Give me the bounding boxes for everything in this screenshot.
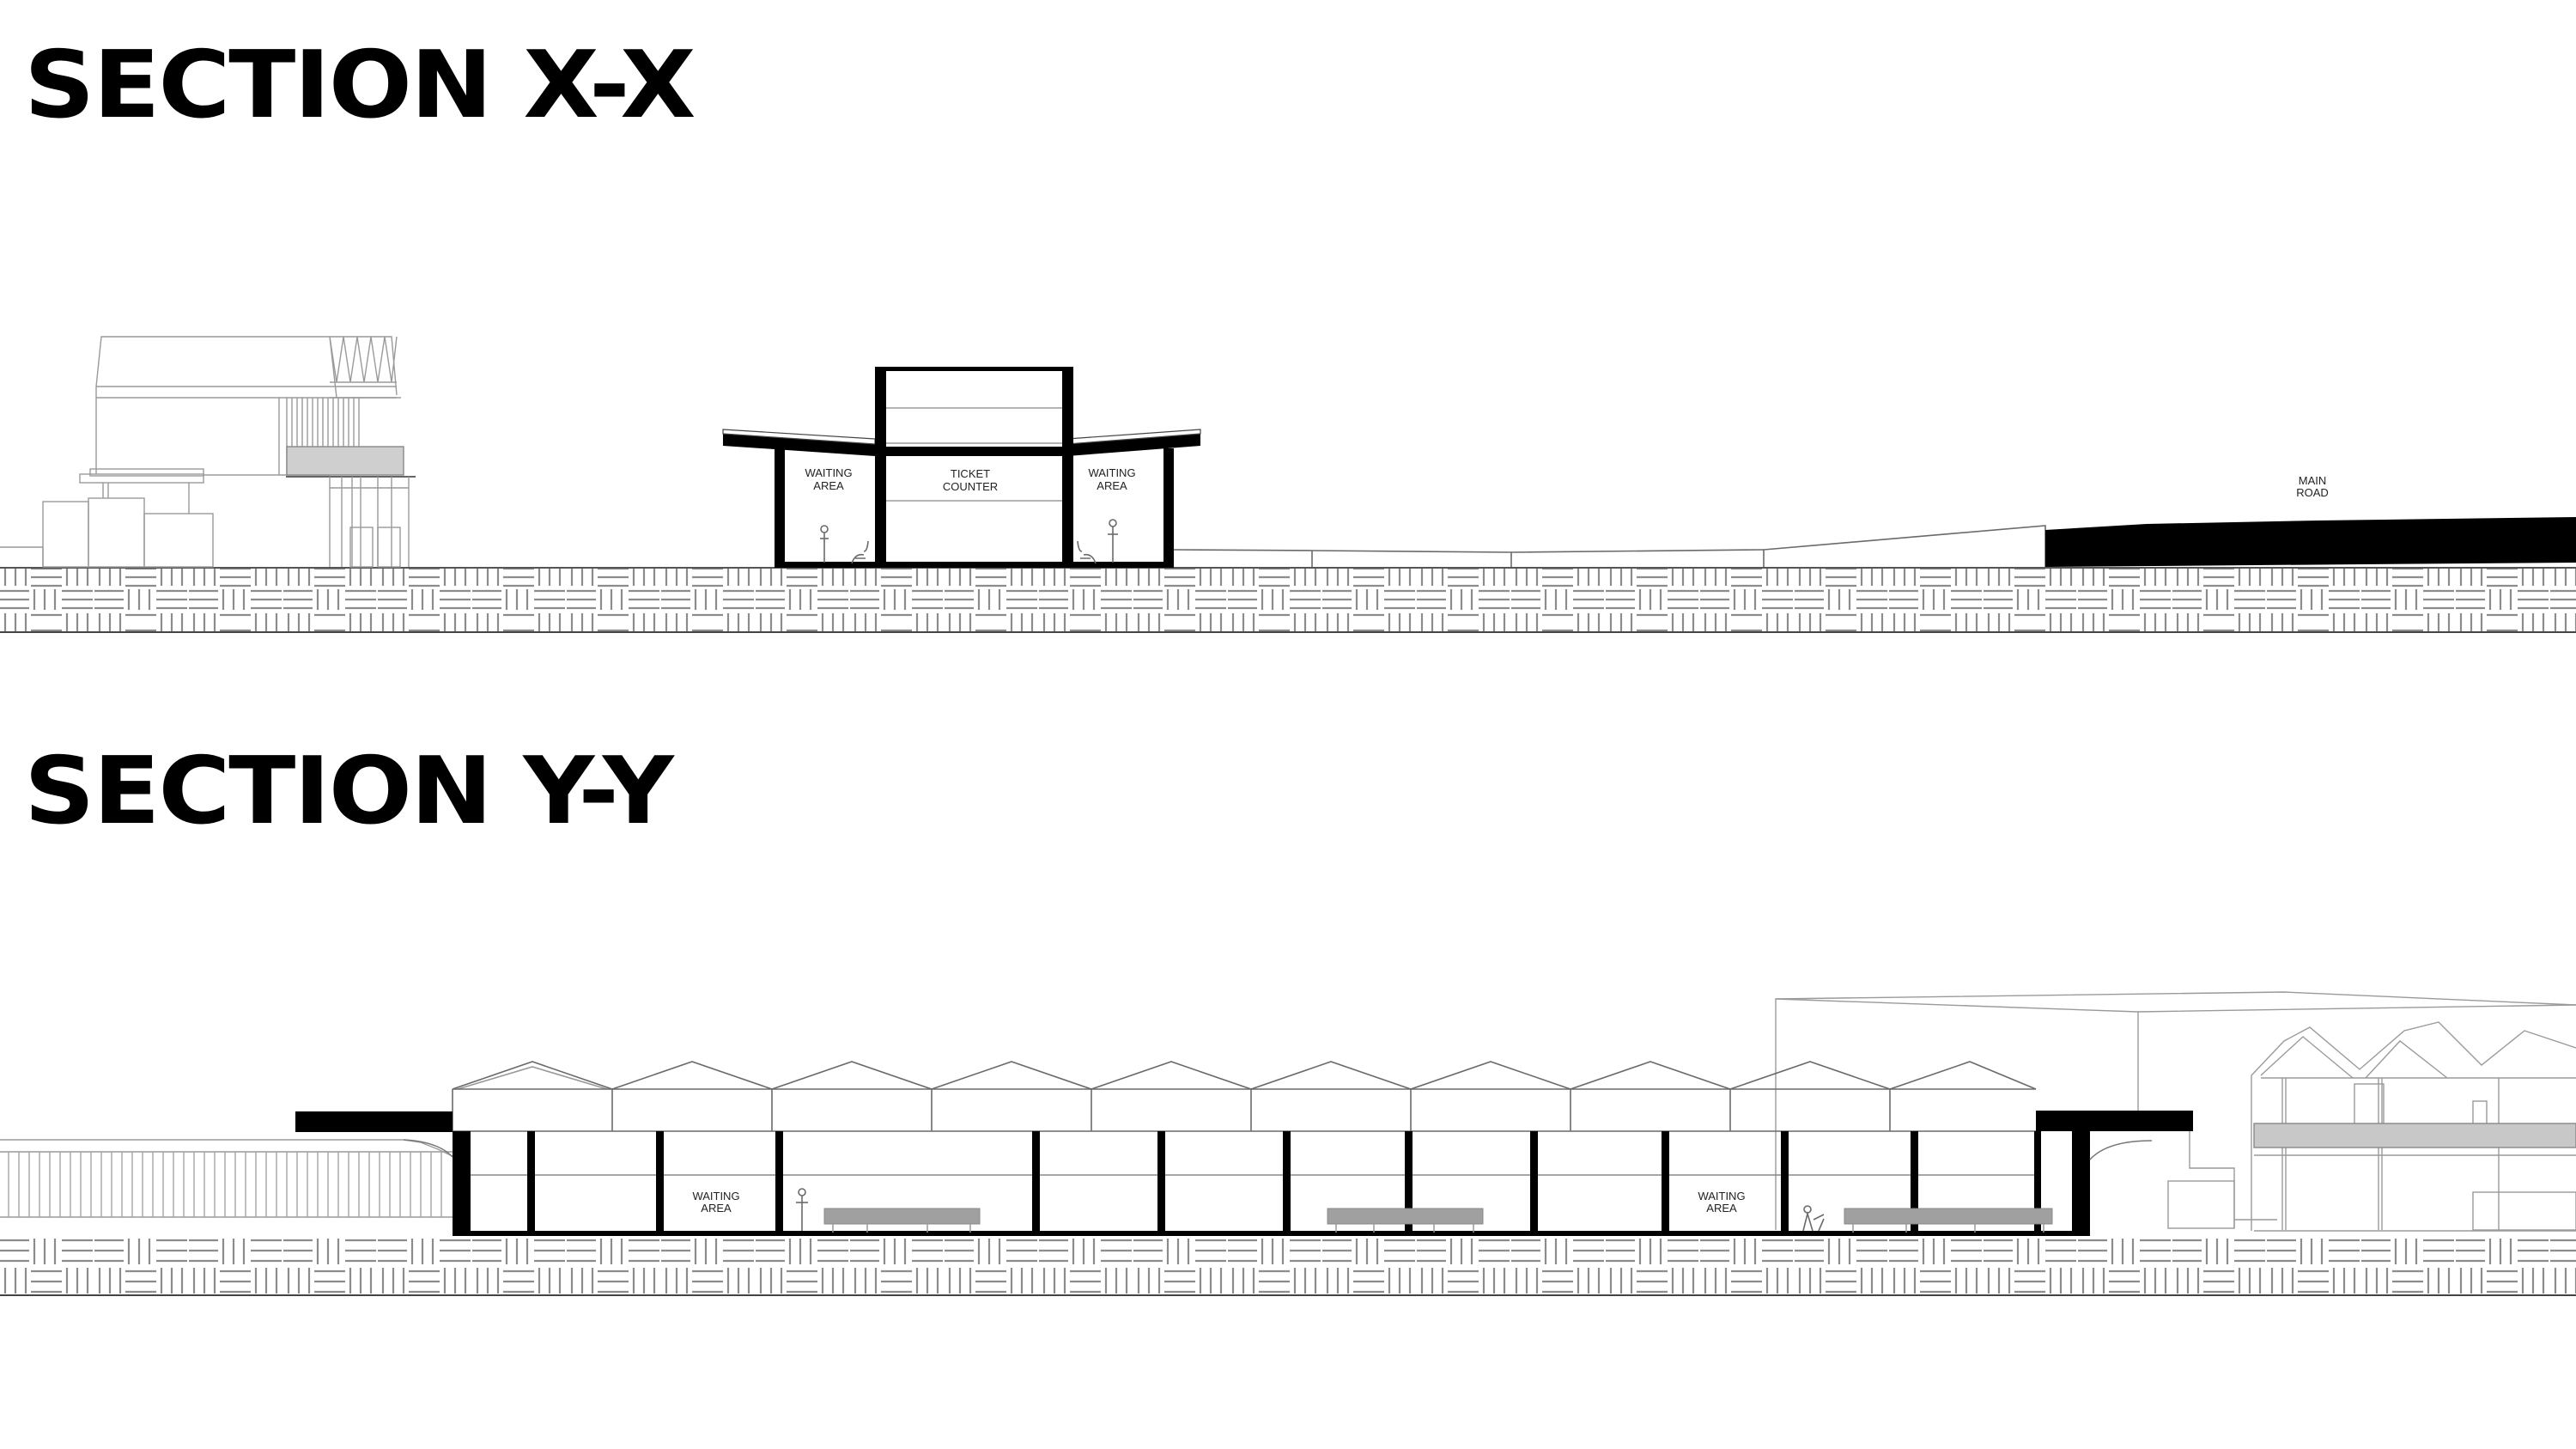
svg-text:AREA: AREA [701,1202,732,1215]
section-y-drawing: WAITING AREA WAITING AREA [0,991,2576,1296]
label-waiting-area-left: WAITING [805,466,852,479]
section-y-title: SECTION Y-Y [24,738,674,845]
svg-text:AREA: AREA [1706,1202,1737,1215]
main-road-slab [2045,517,2576,567]
bench-icon [851,540,869,564]
roof-gables [452,1061,2037,1176]
ground-hatch [0,1237,2576,1296]
svg-text:AREA: AREA [813,479,844,492]
svg-text:AREA: AREA [1097,479,1127,492]
label-waiting-area-right: WAITING [1698,1190,1745,1202]
bench-icon [1077,540,1097,564]
svg-text:ROAD: ROAD [2296,486,2329,499]
label-waiting-area-left: WAITING [692,1190,739,1202]
context-building-right [1775,991,2576,1232]
platform-and-ramp [1173,525,2046,567]
context-fence-left [0,1139,453,1218]
people-group-icon [1802,1205,1825,1232]
person-figure-icon [820,525,829,563]
station-structure-y [295,1111,2193,1236]
person-figure-icon [1108,519,1118,563]
label-main-road: MAIN [2299,474,2327,487]
ground-hatch [0,567,2576,633]
context-building-left [0,336,416,568]
label-waiting-area-right: WAITING [1088,466,1135,479]
svg-text:COUNTER: COUNTER [943,480,998,493]
label-ticket-counter: TICKET [951,467,990,480]
bench-icon [823,1208,2053,1225]
station-structure-x [722,367,1201,568]
section-x-title: SECTION X-X [24,32,696,139]
section-x-drawing: WAITING AREA TICKET COUNTER WAITING AREA… [0,336,2576,633]
person-figure-icon [796,1188,808,1231]
